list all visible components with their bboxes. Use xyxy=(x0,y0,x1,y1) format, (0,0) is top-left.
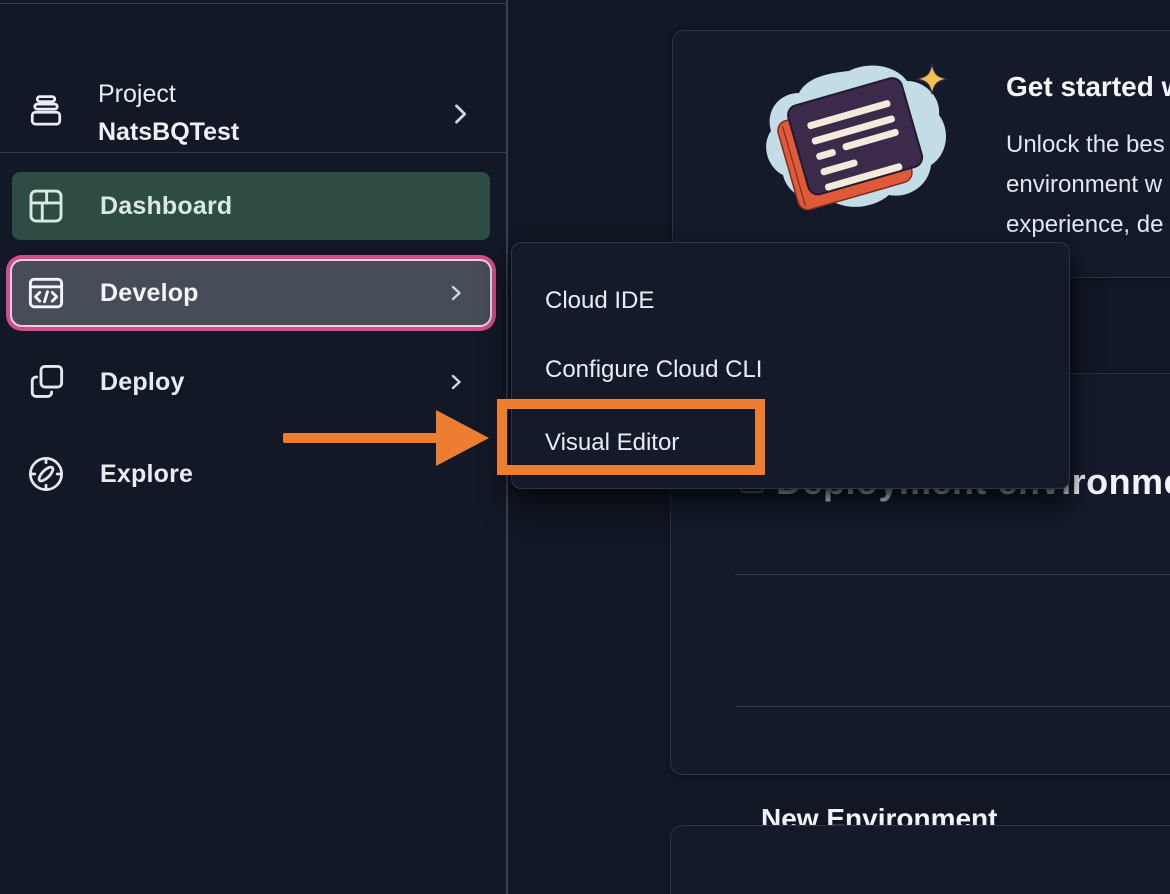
sidebar-divider xyxy=(0,152,506,153)
sidebar-item-label: Dashboard xyxy=(100,191,233,220)
sidebar-item-deploy[interactable]: Deploy xyxy=(12,350,490,414)
chevron-right-icon xyxy=(444,370,468,394)
project-stack-icon xyxy=(26,91,66,131)
project-label: Project xyxy=(98,80,176,108)
dashboard-grid-icon xyxy=(26,186,66,226)
body-line: experience, de xyxy=(1006,211,1164,238)
sidebar-item-dashboard[interactable]: Dashboard xyxy=(12,172,490,240)
sidebar-item-label: Develop xyxy=(100,278,199,307)
annotation-arrow-head-icon xyxy=(436,410,489,466)
compass-icon xyxy=(26,454,66,494)
sidebar-top-divider xyxy=(0,3,506,4)
sidebar-item-explore[interactable]: Explore xyxy=(12,442,490,506)
project-name: NatsBQTest xyxy=(98,118,240,146)
develop-submenu: Cloud IDE Configure Cloud CLI Visual Edi… xyxy=(511,242,1070,489)
submenu-item-cloud-ide[interactable]: Cloud IDE xyxy=(545,287,655,314)
row-divider xyxy=(735,574,1170,575)
sidebar: Project NatsBQTest Dashboard xyxy=(0,0,508,894)
bottom-card xyxy=(670,825,1170,894)
get-started-body: Unlock the bes environment w experience,… xyxy=(1006,125,1165,245)
row-divider xyxy=(735,706,1170,707)
submenu-item-visual-editor[interactable]: Visual Editor xyxy=(545,429,680,456)
chevron-right-icon xyxy=(444,281,468,305)
chevron-right-icon xyxy=(446,100,474,128)
sidebar-item-label: Deploy xyxy=(100,367,185,396)
cloud-ide-illustration xyxy=(749,57,961,221)
sidebar-item-develop[interactable]: Develop xyxy=(12,261,490,325)
annotation-arrow-shaft xyxy=(283,433,437,443)
get-started-card: Get started w Unlock the bes environment… xyxy=(672,30,1170,278)
project-selector[interactable]: Project NatsBQTest xyxy=(0,34,506,146)
sparkle-star xyxy=(916,63,948,95)
sidebar-item-label: Explore xyxy=(100,459,194,488)
copy-squares-icon xyxy=(26,362,66,402)
body-line: environment w xyxy=(1006,171,1163,198)
environment-row[interactable]: New Environment Latest (Formerly known a… xyxy=(671,574,1170,878)
annotation-highlight-box xyxy=(497,399,765,475)
submenu-item-configure-cloud-cli[interactable]: Configure Cloud CLI xyxy=(545,356,763,383)
body-line: Unlock the bes xyxy=(1006,131,1165,158)
get-started-title: Get started w xyxy=(1006,71,1170,102)
code-window-icon xyxy=(26,273,66,313)
